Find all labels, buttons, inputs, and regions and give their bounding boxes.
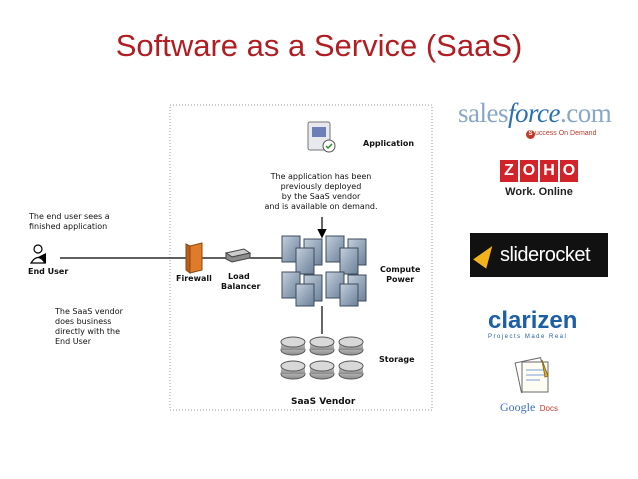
vendor-note-line: does business — [55, 317, 112, 326]
application-label: Application — [363, 139, 415, 148]
compute-power-label-line: Compute — [380, 265, 421, 274]
vendor-note-line: directly with the — [55, 327, 121, 336]
zoho-logo: Z O H O Work. Online — [494, 160, 584, 212]
load-balancer-label-line: Balancer — [221, 282, 261, 291]
end-user-note-line: The end user sees a — [29, 212, 110, 221]
google-text: Google — [500, 400, 536, 414]
page-title: Software as a Service (SaaS) — [115, 28, 523, 63]
application-note-line: previously deployed — [280, 182, 362, 191]
compute-power-label: Compute Power — [380, 265, 420, 285]
salesforce-text-a: sales — [458, 98, 508, 128]
sliderocket-text: sliderocket — [500, 243, 591, 266]
application-note: The application has been previously depl… — [245, 172, 397, 212]
clarizen-text: clarizen — [488, 307, 578, 334]
vendor-note-line: End User — [55, 337, 91, 346]
sliderocket-rocket-icon — [473, 241, 499, 269]
salesforce-tagline-initial: S — [526, 130, 535, 139]
zoho-letter: H — [540, 160, 558, 182]
end-user-note-line: finished application — [29, 222, 108, 231]
end-user-icon — [29, 244, 47, 264]
application-note-line: The application has been — [270, 172, 372, 181]
docs-text: Docs — [539, 404, 559, 413]
end-user-label: End User — [28, 267, 69, 276]
sliderocket-logo: sliderocket — [470, 233, 608, 277]
salesforce-text-c: .com — [559, 98, 612, 128]
storage-disks — [280, 336, 364, 380]
salesforce-tagline: uccess On Demand — [535, 130, 597, 137]
firewall-label: Firewall — [176, 274, 212, 283]
application-note-line: and is available on demand. — [264, 202, 378, 211]
saas-vendor-label: SaaS Vendor — [291, 397, 356, 407]
zoho-tagline: Work. Online — [505, 186, 573, 198]
application-note-line: by the SaaS vendor — [281, 192, 361, 201]
google-docs-logo: Google Docs — [500, 356, 570, 416]
zoho-letter: O — [560, 160, 578, 182]
vendor-note: The SaaS vendor does business directly w… — [55, 307, 123, 347]
clarizen-tagline: Projects Made Real — [488, 334, 568, 340]
application-icon — [307, 121, 336, 153]
load-balancer-label-line: Load — [228, 272, 250, 281]
compute-power-label-line: Power — [386, 275, 415, 284]
storage-label: Storage — [379, 355, 415, 364]
end-user-note: The end user sees a finished application — [29, 212, 110, 232]
zoho-letter: Z — [500, 160, 518, 182]
clarizen-logo: clarizen Projects Made Real — [488, 308, 598, 344]
vendor-note-line: The SaaS vendor — [55, 307, 123, 316]
salesforce-text-b: force — [507, 98, 560, 128]
firewall-icon — [185, 242, 203, 274]
load-balancer-label: Load Balancer — [221, 272, 260, 292]
zoho-letters: Z O H O — [494, 160, 584, 182]
compute-servers — [281, 235, 367, 307]
zoho-letter: O — [520, 160, 538, 182]
google-docs-icon — [514, 357, 549, 393]
load-balancer-icon — [224, 248, 252, 263]
